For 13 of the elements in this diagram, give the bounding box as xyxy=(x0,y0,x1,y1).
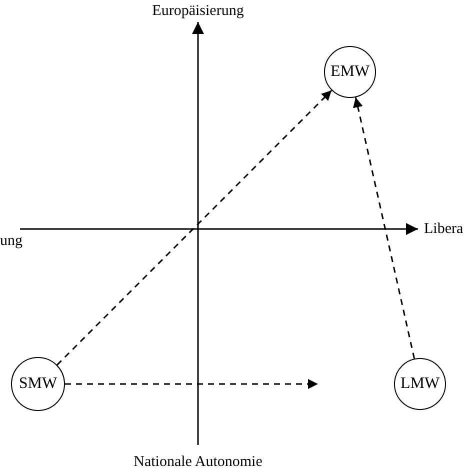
dashed-arrow xyxy=(353,97,416,359)
circle-node xyxy=(324,46,376,98)
dashed-arrow xyxy=(56,90,332,366)
axis-label: Libera xyxy=(424,222,464,237)
circle-node xyxy=(11,357,65,411)
dashed-arrow xyxy=(65,379,318,389)
axis-label: Nationale Autonomie xyxy=(134,455,262,470)
axis-label: Europäisierung xyxy=(152,4,244,19)
node-label: SMW xyxy=(18,375,58,393)
axis-label: ung xyxy=(0,234,22,249)
node-label: EMW xyxy=(330,63,370,81)
node-label: LMW xyxy=(400,375,440,393)
circle-node xyxy=(394,358,446,410)
